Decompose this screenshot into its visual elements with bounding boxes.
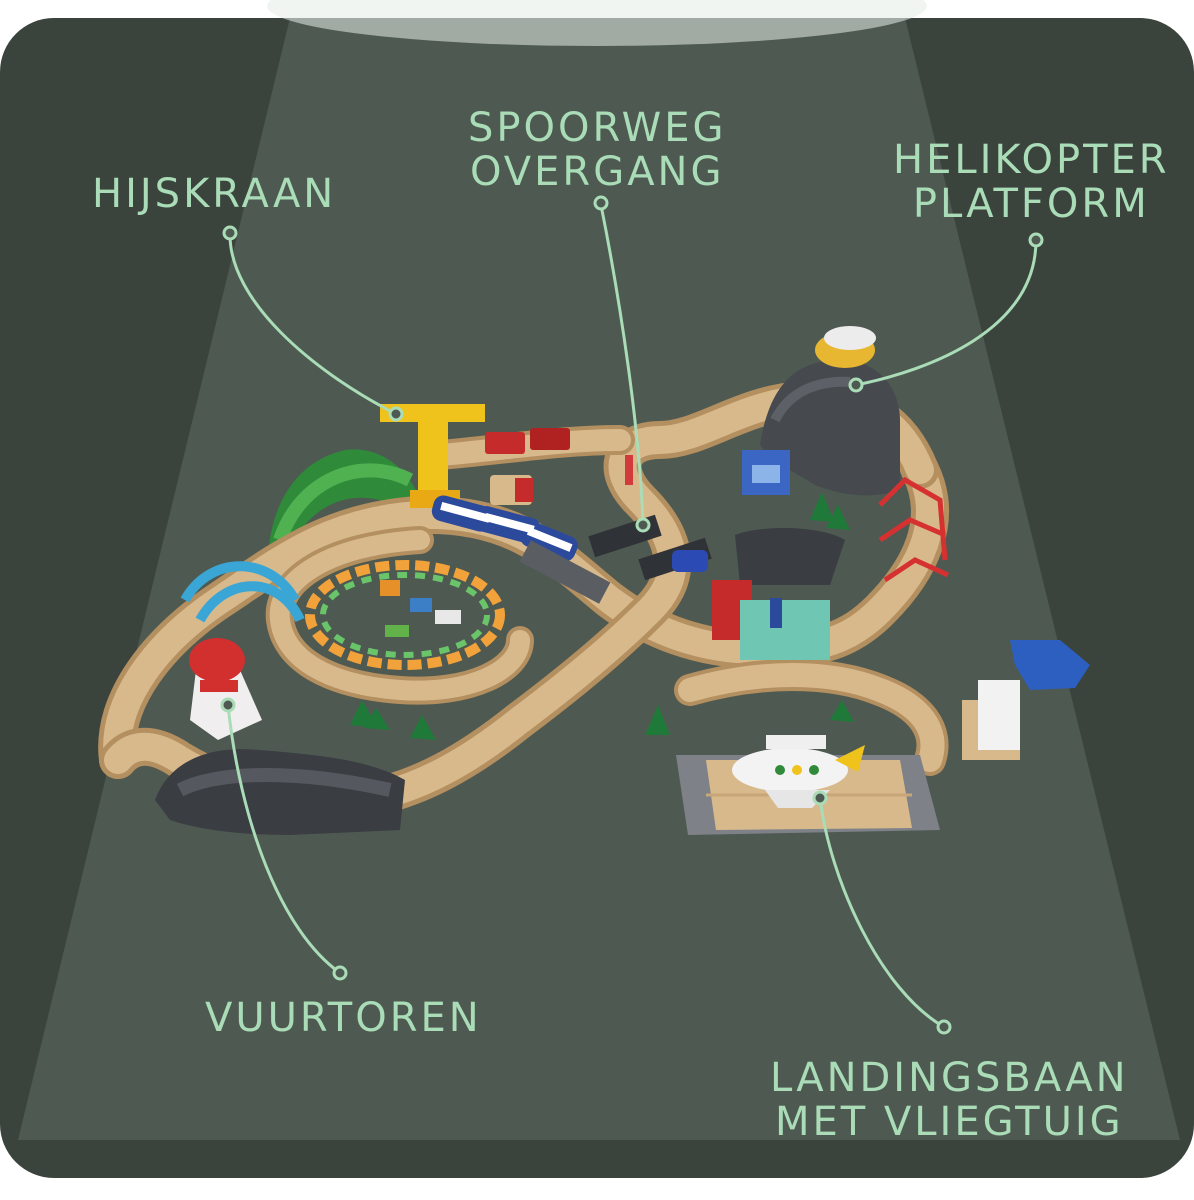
- helipad-callout-line: [855, 239, 1038, 387]
- airplane: [732, 735, 865, 808]
- runway-label-line-1: LANDINGSBAAN: [770, 1055, 1129, 1101]
- crane-label-text: HIJSKRAAN: [92, 171, 337, 217]
- helipad-label-line-1: HELIKOPTER: [893, 137, 1170, 183]
- runway-label-line-2: MET VLIEGTUIG: [774, 1099, 1124, 1145]
- lighthouse-label-text: VUURTOREN: [205, 995, 482, 1041]
- station: [712, 528, 845, 660]
- control-tower: [962, 640, 1090, 760]
- runway-label: LANDINGSBAAN MET VLIEGTUIG: [770, 1056, 1129, 1144]
- blue-bridge: [180, 561, 300, 603]
- runway-callout-line: [818, 797, 945, 1029]
- lighthouse-callout-line: [226, 704, 341, 975]
- passenger-train: [431, 495, 578, 562]
- helipad-label-line-2: PLATFORM: [912, 181, 1150, 227]
- red-scaffold: [878, 476, 950, 583]
- callout-dots: [220, 195, 1044, 1035]
- green-tunnel: [268, 449, 420, 570]
- crane-label: HIJSKRAAN: [92, 172, 336, 216]
- spotlight-source: [267, 0, 927, 46]
- elevated-bridge: [519, 540, 611, 604]
- crane: [380, 404, 485, 508]
- red-wagon: [485, 432, 525, 454]
- zoo-enclosure: [305, 560, 505, 670]
- lighthouse-label: VUURTOREN: [205, 996, 482, 1040]
- crossing-label-line-1: SPOORWEG: [468, 105, 727, 151]
- helipad-label: HELIKOPTER PLATFORM: [893, 138, 1170, 226]
- red-wagon: [530, 428, 570, 450]
- grey-tunnel: [155, 749, 405, 835]
- crossing-label: SPOORWEG OVERGANG: [468, 106, 726, 194]
- mountain-helipad: [760, 326, 900, 496]
- trees: [350, 492, 854, 740]
- crossing-label-line-2: OVERGANG: [469, 149, 725, 195]
- crane-callout-line: [228, 234, 397, 416]
- crossing-callout-line: [599, 204, 645, 526]
- blue-car: [672, 550, 708, 572]
- callout-lines: [226, 204, 1038, 1029]
